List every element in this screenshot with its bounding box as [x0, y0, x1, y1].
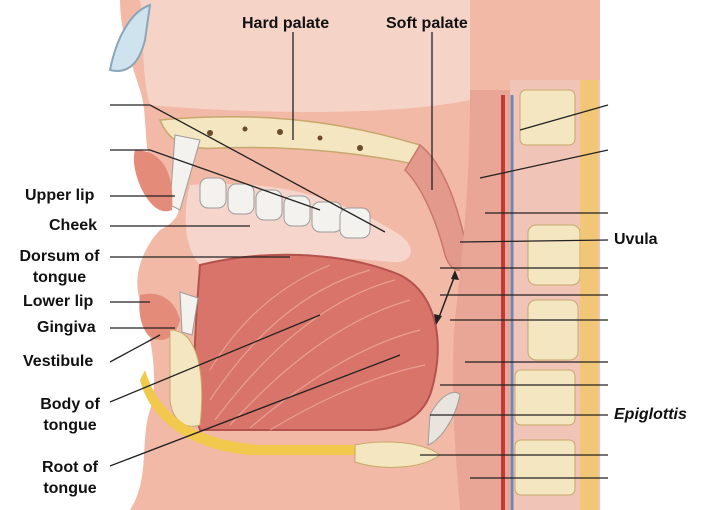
label-body-line1: Body of: [30, 395, 110, 415]
label-lower-lip: Lower lip: [23, 292, 93, 312]
bone-pore: [207, 130, 213, 136]
bone-pore: [357, 145, 363, 151]
bone-pore: [277, 129, 283, 135]
bone-pore: [243, 127, 248, 132]
vertebra: [515, 440, 575, 495]
label-root-line1: Root of: [30, 458, 110, 478]
label-dorsum-line1: Dorsum of: [12, 247, 107, 267]
bone-pore: [318, 136, 323, 141]
label-body-line2: tongue: [30, 416, 110, 436]
label-root-line2: tongue: [30, 479, 110, 499]
label-soft-palate: Soft palate: [386, 14, 468, 34]
vertebra: [528, 300, 578, 360]
label-uvula: Uvula: [614, 230, 658, 250]
label-vestibule: Vestibule: [23, 352, 93, 372]
vertebra: [520, 90, 575, 145]
label-cheek: Cheek: [49, 216, 97, 236]
label-epiglottis: Epiglottis: [614, 405, 687, 425]
vertebra: [528, 225, 580, 285]
label-upper-lip: Upper lip: [25, 186, 94, 206]
label-gingiva: Gingiva: [37, 318, 96, 338]
label-hard-palate: Hard palate: [242, 14, 329, 34]
label-dorsum-line2: tongue: [12, 268, 107, 288]
tongue: [194, 255, 438, 430]
vertebra: [515, 370, 575, 425]
